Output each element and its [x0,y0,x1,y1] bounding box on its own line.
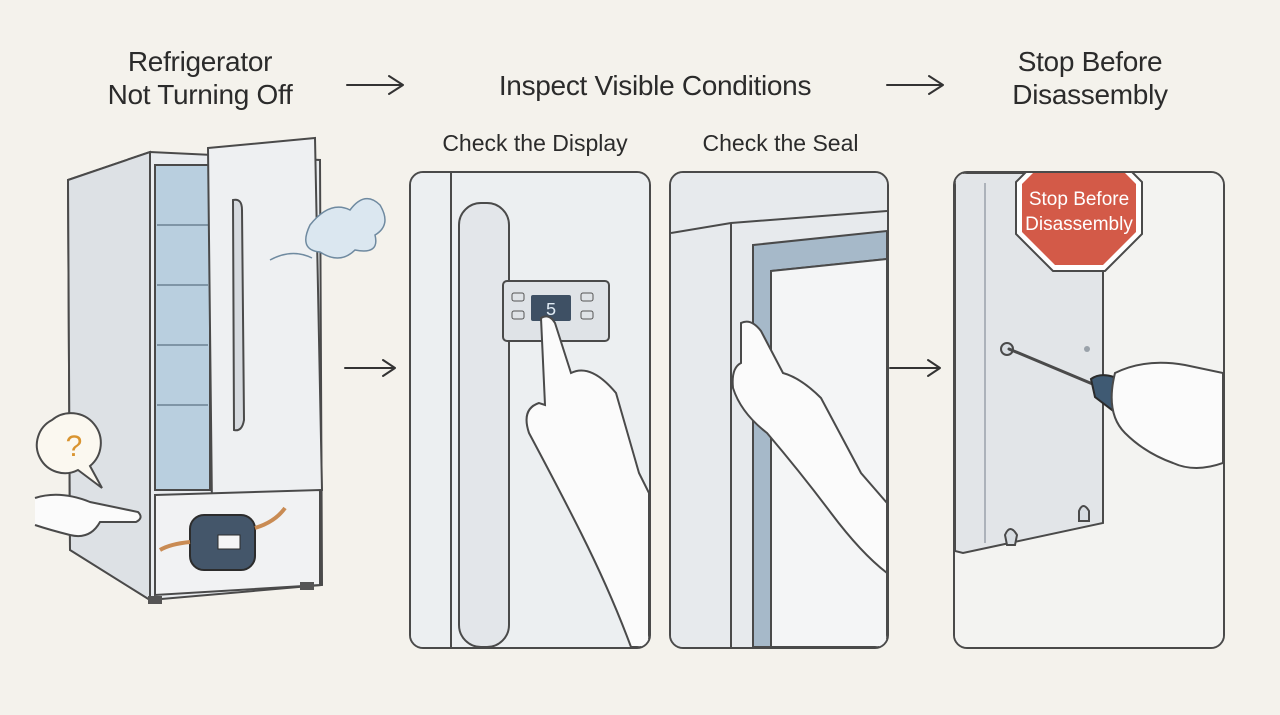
screw-icon [1000,342,1014,356]
panel-check-seal [669,171,889,649]
pointing-hand-icon [34,493,142,538]
arrow-right-icon [346,75,404,95]
question-mark-icon: ? [66,430,83,463]
hand-icon [731,320,887,575]
compressor-icon [158,506,287,571]
arrow-right-icon [889,359,941,377]
question-badge: ? [35,412,103,489]
step-title-line2: Disassembly [1012,79,1168,110]
panel-stop-before-disassembly: Stop Before Disassembly [953,171,1225,649]
pointing-hand-icon [525,315,649,647]
step-title-stop-before-disassembly: Stop Before Disassembly [970,45,1210,111]
arrow-right-icon [886,75,944,95]
stop-sign: Stop Before Disassembly [1015,173,1143,272]
cold-air-icon [269,197,386,261]
step-title-line2: Not Turning Off [107,79,293,110]
step-title-inspect-visible-conditions: Inspect Visible Conditions [498,70,812,101]
stop-sign-line2: Disassembly [1025,214,1133,235]
step-title-line1: Stop Before [1017,46,1163,77]
step-title-refrigerator-not-turning-off: Refrigerator Not Turning Off [80,45,320,111]
step-title-line1: Refrigerator [127,46,273,77]
refrigerator-illustration: ? [34,136,386,604]
panel-label-check-display: Check the Display [442,130,628,156]
arrow-right-icon [344,359,396,377]
panel-label-check-seal: Check the Seal [702,130,859,156]
stop-sign-line1: Stop Before [1029,189,1129,210]
hand-icon [1110,361,1223,469]
display-readout: 5 [546,301,557,321]
panel-check-display: 5 [409,171,651,649]
control-display-panel: 5 [502,280,610,342]
